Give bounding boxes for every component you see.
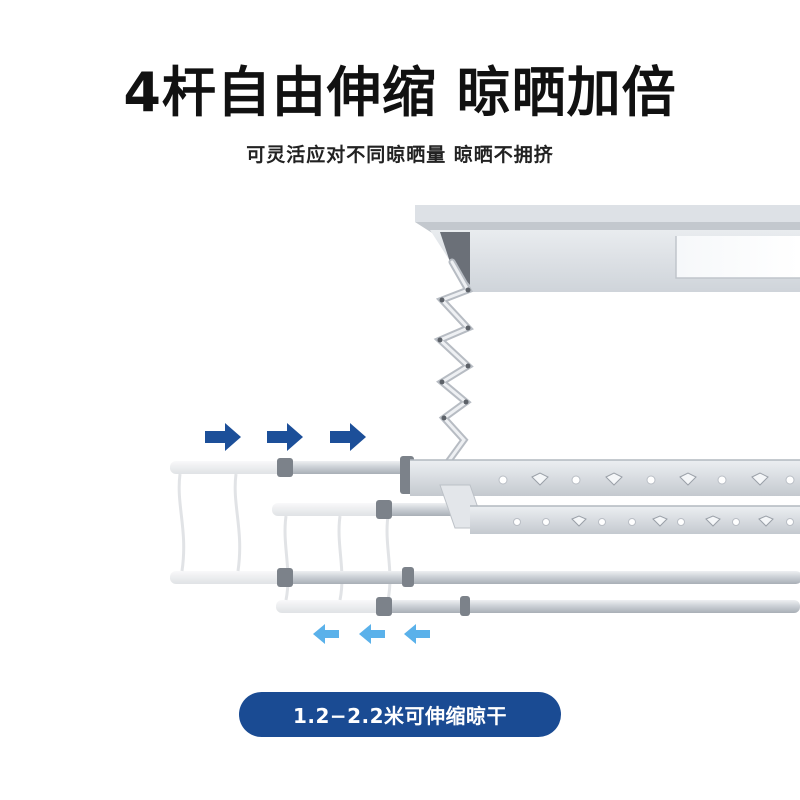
retract-arrows [313,624,430,644]
arrow-left-icon [313,624,339,644]
scissor-lift-arms [433,258,474,466]
arrow-right-icon [330,423,366,451]
drying-bar-lower [439,484,800,534]
page-subtitle: 可灵活应对不同晾晒量 晾晒不拥挤 [246,144,554,166]
arrow-right-icon [267,423,303,451]
arrow-left-icon [359,624,385,644]
length-range-label: 1.2−2.2米可伸缩晾干 [292,704,508,728]
extend-arrows [205,423,366,451]
length-range-badge: 1.2−2.2米可伸缩晾干 [239,692,561,737]
arrow-right-icon [205,423,241,451]
drying-bar-upper [410,459,800,496]
arrow-left-icon [404,624,430,644]
page-title: 4杆自由伸缩 晾晒加倍 [123,61,677,124]
ceiling-box [415,205,800,292]
